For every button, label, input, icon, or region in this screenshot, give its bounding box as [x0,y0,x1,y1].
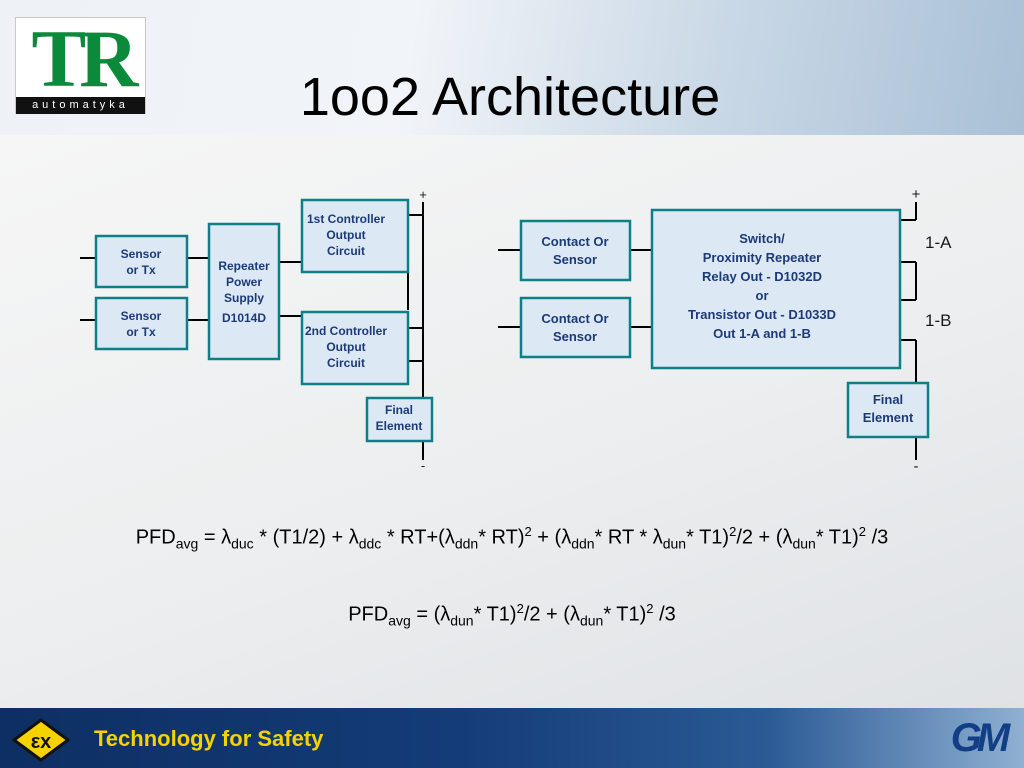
repeater-line-1: Repeater [218,259,270,273]
footer-bar [0,708,1024,768]
switch-repeater-box [650,208,902,370]
repeater-power-supply-box [207,222,281,361]
switch-line-6: Out 1-A and 1-B [713,326,811,341]
switch-line-2: Proximity Repeater [703,250,822,265]
contact-2-line-2: Sensor [553,329,597,344]
sensor-1-line-2: or Tx [126,263,156,277]
sensor-2-line-1: Sensor [121,309,162,323]
contact-sensor-box-1 [519,219,632,282]
controller-2-line-2: Output [326,340,365,354]
sensor-box-1 [94,234,189,289]
pfd-formula-simplified: PFDavg = (λdun* T1)2/2 + (λdun* T1)2 /3 [348,601,676,629]
sensor-box-2 [94,296,189,351]
logo-subtitle: automatyka [16,97,145,114]
final-right-line-2: Element [863,410,914,425]
controller-2-line-3: Circuit [327,356,365,370]
pfd-formula-full: PFDavg = λduc * (T1/2) + λddc * RT+(λddn… [135,524,889,552]
footer-tagline: Technology for Safety [94,726,324,751]
final-right-line-1: Final [873,392,903,407]
slide-title: 1oo2 Architecture [299,67,721,127]
logo-letters: TR [31,13,139,104]
minus-label-right: - [914,458,919,475]
plus-label-left: + [419,187,427,202]
plus-label-right: + [912,186,921,203]
controller-1-line-2: Output [326,228,365,242]
tr-automatyka-logo: TR automatyka [15,13,146,114]
gm-partner-logo: GM [950,716,1010,760]
final-left-line-2: Element [376,419,423,433]
contact-2-line-1: Contact Or [541,311,608,326]
switch-line-3: Relay Out - D1032D [702,269,822,284]
output-1a-label: 1-A [925,233,952,252]
controller-2-line-1: 2nd Controller [305,324,387,338]
repeater-line-3: Supply [224,291,264,305]
ex-logo: εx [12,718,70,762]
ex-logo-text: εx [31,731,52,753]
switch-line-5: Transistor Out - D1033D [688,307,836,322]
architecture-diagram: Sensor or Tx Sensor or Tx Repeater Power… [80,186,952,475]
minus-label-left: - [421,458,425,473]
output-1b-label: 1-B [925,311,951,330]
sensor-1-line-1: Sensor [121,247,162,261]
final-element-box-right [846,381,930,439]
final-element-box-left [365,396,434,443]
switch-line-4: or [756,288,769,303]
header-band [0,0,1024,135]
repeater-line-4: D1014D [222,311,266,325]
controller-1-line-3: Circuit [327,244,365,258]
final-left-line-1: Final [385,403,413,417]
contact-sensor-box-2 [519,296,632,359]
contact-1-line-1: Contact Or [541,234,608,249]
controller-1-line-1: 1st Controller [307,212,385,226]
sensor-2-line-2: or Tx [126,325,156,339]
controller-box-1 [300,198,410,274]
contact-1-line-2: Sensor [553,252,597,267]
repeater-line-2: Power [226,275,262,289]
controller-box-2 [300,310,410,386]
switch-line-1: Switch/ [739,231,785,246]
